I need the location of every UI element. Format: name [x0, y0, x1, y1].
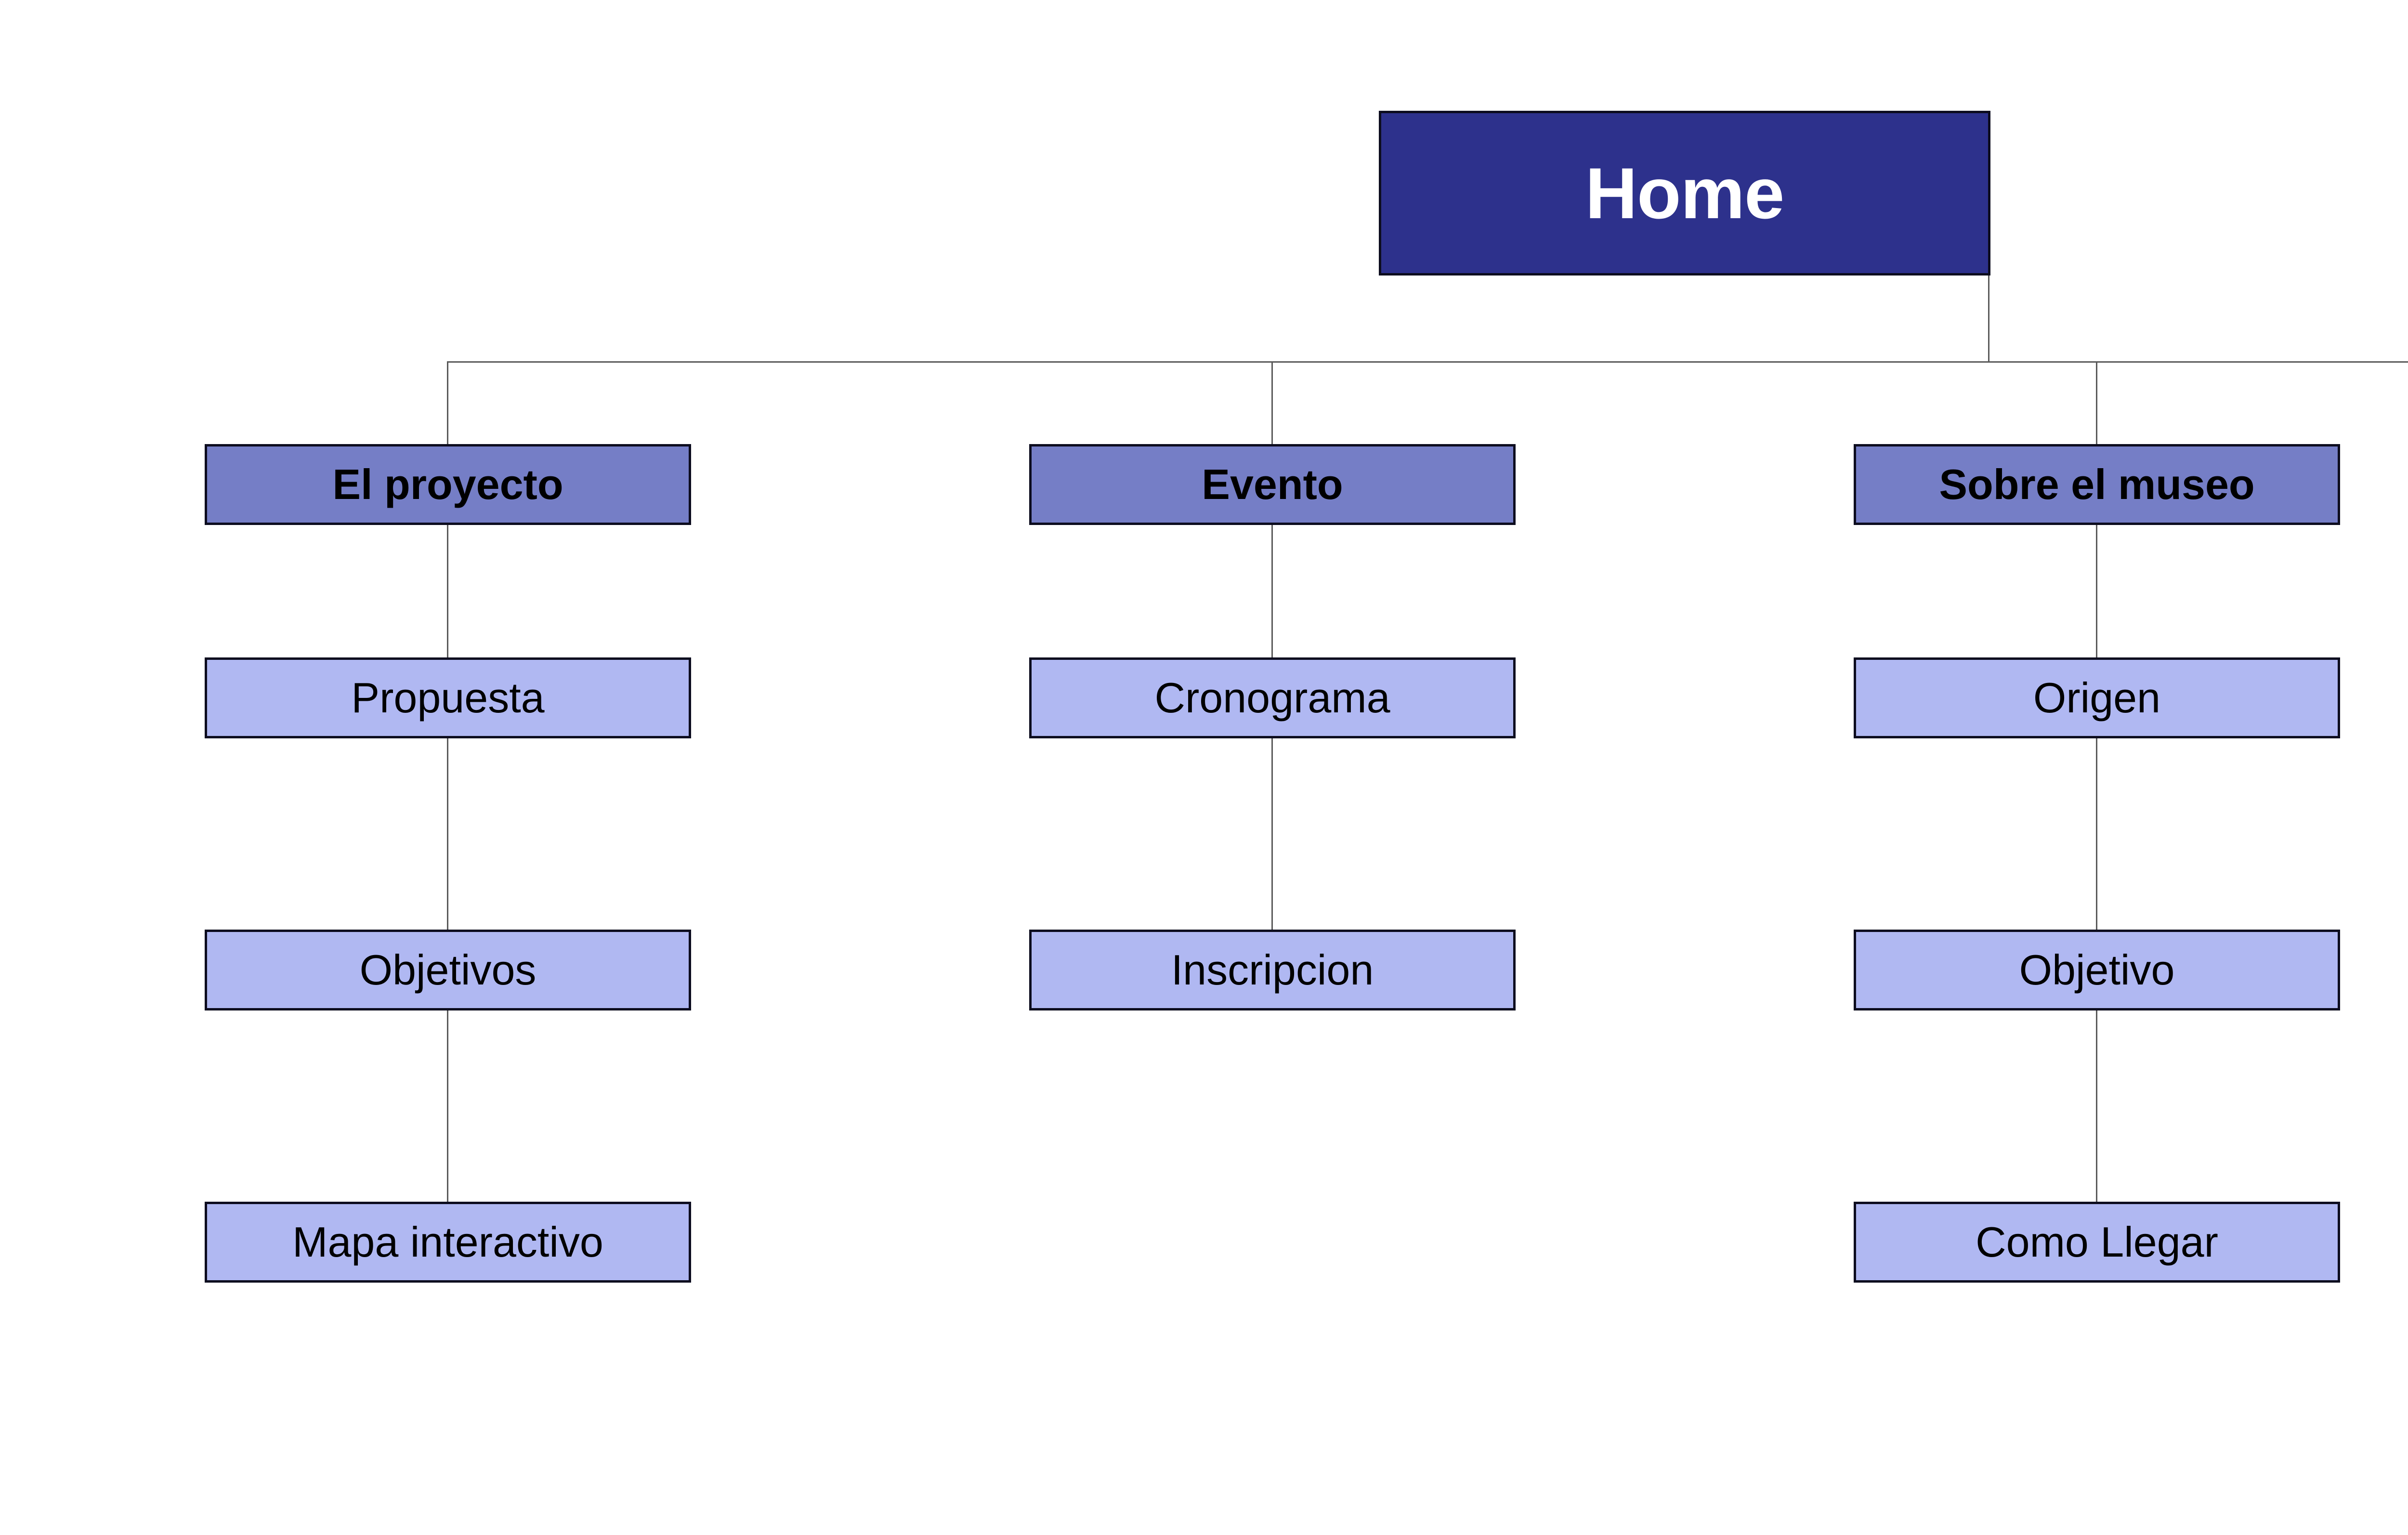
node-el-proyecto-label: El proyecto: [332, 460, 563, 508]
node-home-label: Home: [1585, 153, 1785, 234]
connector-drop-branch-1: [447, 361, 448, 446]
node-el-proyecto[interactable]: El proyecto: [205, 444, 691, 525]
node-mapa-interactivo[interactable]: Mapa interactivo: [205, 1202, 691, 1283]
node-propuesta[interactable]: Propuesta: [205, 657, 691, 738]
node-sobre-el-museo[interactable]: Sobre el museo: [1854, 444, 2340, 525]
connector-spine-branch-1: [447, 525, 448, 1204]
connector-drop-branch-3: [2096, 361, 2097, 446]
node-objetivos-label: Objetivos: [359, 946, 537, 994]
node-como-llegar-label: Como Llegar: [1976, 1218, 2218, 1266]
node-objetivo-label: Objetivo: [2019, 946, 2175, 994]
node-como-llegar[interactable]: Como Llegar: [1854, 1202, 2340, 1283]
node-cronograma-label: Cronograma: [1154, 674, 1390, 722]
node-inscripcion-evento-label: Inscripcion: [1171, 946, 1374, 994]
connector-drop-branch-2: [1271, 361, 1273, 446]
node-objetivo[interactable]: Objetivo: [1854, 930, 2340, 1010]
connector-horizontal-bus: [447, 361, 2408, 363]
connector-root-stem: [1988, 276, 1989, 362]
node-sobre-el-museo-label: Sobre el museo: [1939, 460, 2255, 508]
node-propuesta-label: Propuesta: [351, 674, 545, 722]
node-home[interactable]: Home: [1379, 111, 1990, 276]
connector-spine-branch-3: [2096, 525, 2097, 1204]
node-mapa-interactivo-label: Mapa interactivo: [292, 1218, 603, 1266]
node-evento-label: Evento: [1202, 460, 1343, 508]
node-inscripcion-evento[interactable]: Inscripcion: [1029, 930, 1516, 1010]
node-evento[interactable]: Evento: [1029, 444, 1516, 525]
node-cronograma[interactable]: Cronograma: [1029, 657, 1516, 738]
node-origen-label: Origen: [2033, 674, 2161, 722]
node-objetivos[interactable]: Objetivos: [205, 930, 691, 1010]
node-origen[interactable]: Origen: [1854, 657, 2340, 738]
